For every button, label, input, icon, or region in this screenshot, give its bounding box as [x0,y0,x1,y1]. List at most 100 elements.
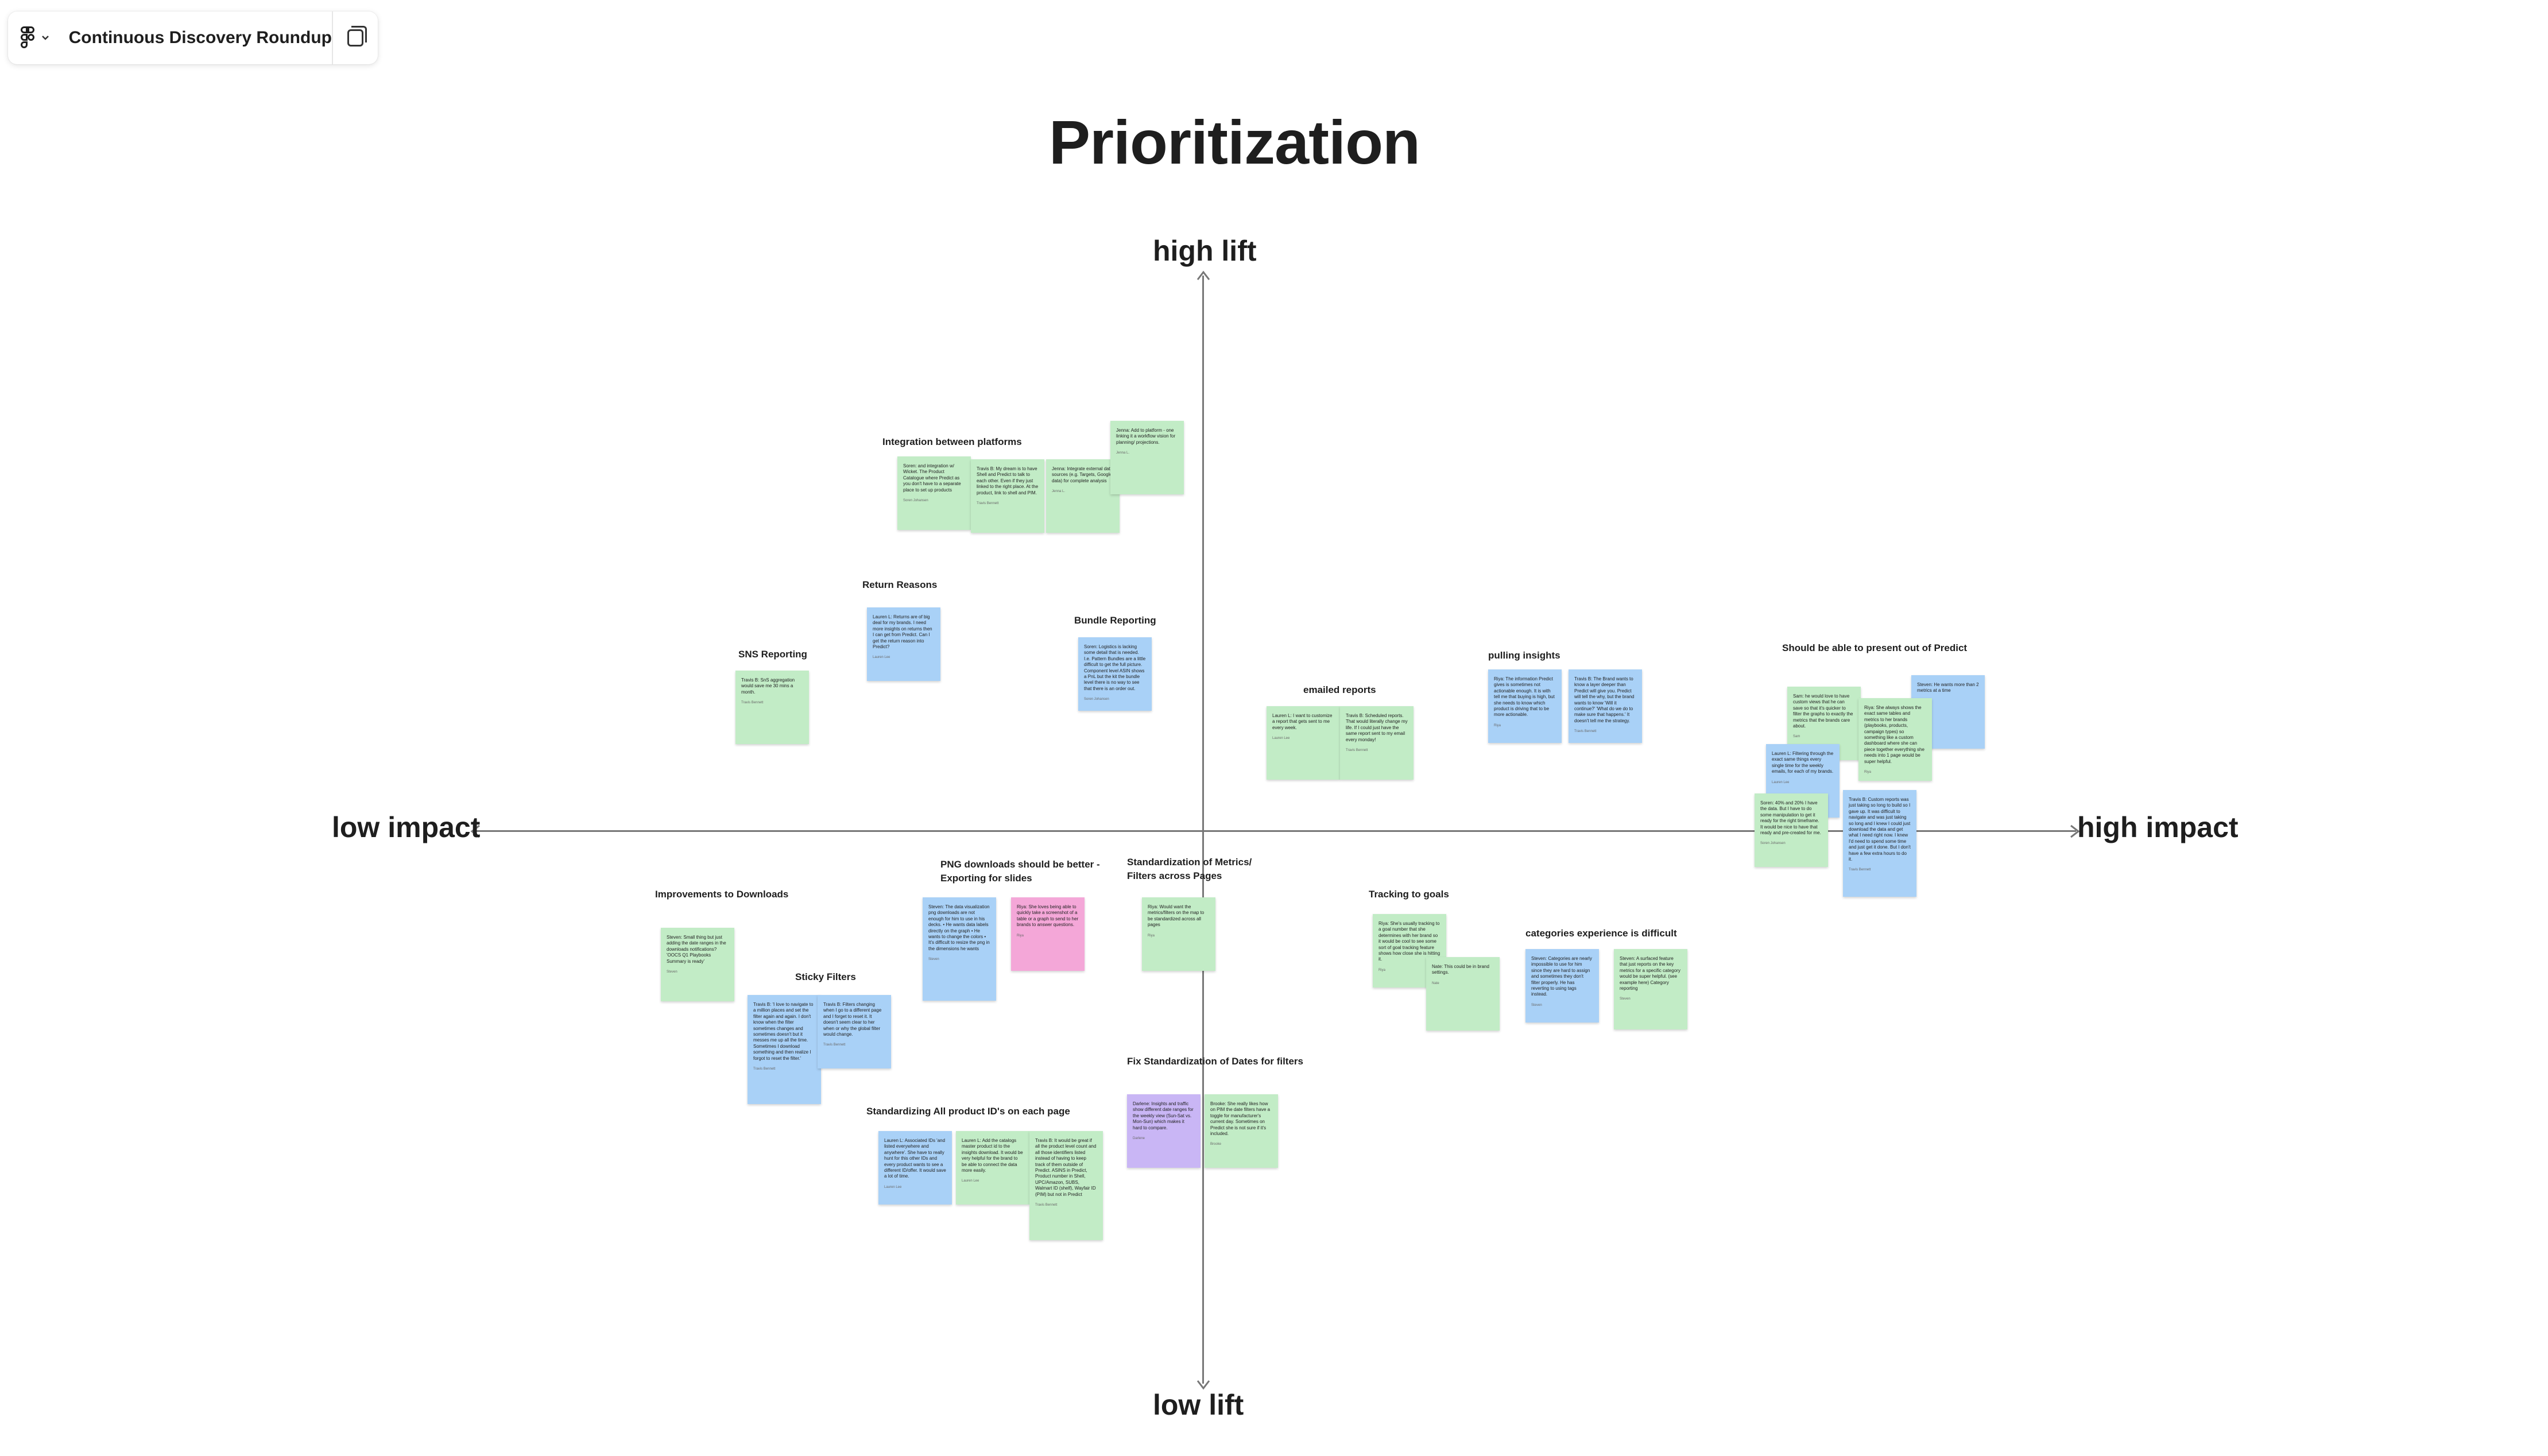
group-title-standardization[interactable]: Standardization of Metrics/ Filters acro… [1127,857,1252,881]
sticky-note[interactable]: Travis B: Scheduled reports. That would … [1340,706,1414,780]
sticky-note[interactable]: Travis B: Filters changing when I go to … [818,995,891,1068]
sticky-author: Lauren Lee [962,1179,979,1183]
main-menu-button[interactable] [8,11,62,64]
sticky-author: Brooke [1210,1143,1222,1147]
sticky-text: Brooke: She really likes how on PIM the … [1210,1101,1271,1136]
sticky-text: Sam: he would love to have custom views … [1793,694,1853,729]
group-title-sticky-filters[interactable]: Sticky Filters [795,971,856,982]
sticky-author: Steven [1531,1003,1542,1007]
arrow-right-icon [2070,824,2080,838]
sticky-note[interactable]: Riya: She always shows the exact same ta… [1858,698,1932,781]
sticky-text: Travis B: 'I love to navigate to a milli… [753,1002,814,1061]
sticky-text: Riya: Would want the metrics/filters on … [1148,904,1205,928]
sticky-note[interactable]: Brooke: She really likes how on PIM the … [1205,1094,1278,1168]
sticky-note[interactable]: Travis B: My dream is to have Shell and … [971,459,1044,533]
group-title-emailed[interactable]: emailed reports [1303,684,1376,695]
sticky-text: Travis B: My dream is to have Shell and … [977,466,1039,495]
sticky-text: Lauren L: I want to customize a report t… [1272,713,1333,730]
group-title-product-ids[interactable]: Standardizing All product ID's on each p… [866,1106,1070,1117]
sticky-note[interactable]: Travis B: SnS aggregation would save me … [735,671,809,744]
sticky-note[interactable]: Travis B: It would be great if all the p… [1029,1131,1103,1240]
sticky-author: Travis Bennett [1035,1203,1058,1207]
sticky-text: Lauren L: Returns are of big deal for my… [873,614,932,649]
sticky-text: Soren: 40% and 20% I have the data. But … [1760,800,1821,835]
sticky-note[interactable]: Soren: Logistics is lacking some detail … [1078,637,1152,711]
axis-label-bottom: low lift [1153,1389,1244,1421]
group-title-goals[interactable]: Tracking to goals [1369,889,1449,900]
sticky-note[interactable]: Lauren L: Associated IDs 'and listed eve… [878,1131,952,1205]
sticky-author: Soren Johansen [903,498,928,502]
layers-toggle-button[interactable] [333,11,378,64]
sticky-text: Soren: and integration w/ Wicket. The Pr… [903,463,961,493]
sticky-text: Jenna: Add to platform - one linking it … [1116,428,1176,445]
sticky-note[interactable]: Steven: The data visualization png downl… [923,897,996,1001]
group-title-integration[interactable]: Integration between platforms [882,436,1022,447]
sticky-note[interactable]: Jenna: Integrate external data sources (… [1046,459,1120,533]
sticky-text: Nate: This could be in brand settings. [1432,964,1489,975]
sticky-note[interactable]: Riya: Would want the metrics/filters on … [1142,897,1215,971]
sticky-note[interactable]: Riya: She loves being able to quickly ta… [1011,897,1085,971]
sticky-author: Riya [1494,723,1501,727]
group-title-present[interactable]: Should be able to present out of Predict [1782,642,1968,653]
axis-label-left: low impact [332,811,481,843]
sticky-note[interactable]: Steven: Categories are nearly impossible… [1525,949,1599,1023]
sticky-note[interactable]: Lauren L: Add the catalogs master produc… [956,1131,1029,1205]
sticky-note[interactable]: Steven: A surfaced feature that just rep… [1614,949,1687,1029]
sticky-author: Lauren Lee [873,656,890,660]
arrow-left-icon [470,824,480,838]
sticky-author: Jenna L. [1116,451,1130,455]
sticky-note[interactable]: Lauren L: I want to customize a report t… [1267,706,1340,780]
sticky-text: Lauren L: Add the catalogs master produc… [962,1138,1023,1173]
sticky-text: Travis B: Custom reports was just taking… [1849,797,1911,862]
group-title-sns[interactable]: SNS Reporting [738,649,807,660]
sticky-text: Steven: Small thing but just adding the … [667,935,726,964]
sticky-note[interactable]: Darlene: Insights and traffic show diffe… [1127,1094,1201,1168]
board-title: Prioritization [1048,107,1420,177]
arrow-down-icon [1196,1380,1210,1390]
vertical-axis [1202,276,1204,1384]
sticky-author: Travis Bennett [1849,868,1871,872]
group-title-downloads[interactable]: Improvements to Downloads [655,889,789,900]
axis-label-top: high lift [1153,235,1257,267]
sticky-text: Riya: She's usually tracking to a goal n… [1378,921,1440,962]
sticky-text: Riya: She loves being able to quickly ta… [1017,904,1079,928]
sticky-text: Steven: A surfaced feature that just rep… [1620,956,1680,991]
toolbar-divider [331,11,333,64]
sticky-author: Riya [1378,968,1386,972]
group-title-categories[interactable]: categories experience is difficult [1525,928,1677,939]
sticky-note[interactable]: Travis B: Custom reports was just taking… [1843,790,1916,897]
sticky-note[interactable]: Steven: Small thing but just adding the … [661,928,734,1001]
sticky-text: Jenna: Integrate external data sources (… [1052,466,1113,483]
axis-label-right: high impact [2077,811,2239,843]
sticky-text: Travis B: SnS aggregation would save me … [741,677,795,695]
sticky-note[interactable]: Travis B: The Brand wants to know a laye… [1569,669,1642,743]
sticky-note[interactable]: Travis B: 'I love to navigate to a milli… [748,995,821,1104]
sticky-note[interactable]: Nate: This could be in brand settings.Na… [1426,957,1500,1031]
sticky-author: Steven [928,958,939,962]
sticky-author: Travis Bennett [977,501,999,505]
sticky-text: Steven: He wants more than 2 metrics at … [1917,682,1979,694]
group-title-dates[interactable]: Fix Standardization of Dates for filters [1127,1056,1303,1067]
sticky-note[interactable]: Jenna: Add to platform - one linking it … [1110,421,1184,494]
sticky-author: Riya [1864,770,1872,774]
group-title-bundle[interactable]: Bundle Reporting [1074,615,1156,626]
sticky-text: Darlene: Insights and traffic show diffe… [1133,1101,1194,1130]
sticky-author: Darlene [1133,1136,1145,1140]
group-title-insights[interactable]: pulling insights [1488,650,1560,661]
chevron-down-icon [41,36,49,40]
file-toolbar: Continuous Discovery Roundup [8,11,378,64]
sticky-note[interactable]: Soren: and integration w/ Wicket. The Pr… [897,456,971,530]
group-title-return-reasons[interactable]: Return Reasons [862,579,938,590]
sticky-note[interactable]: Riya: The information Predict gives is s… [1488,669,1562,743]
sticky-text: Travis B: The Brand wants to know a laye… [1574,676,1635,723]
sticky-note[interactable]: Soren: 40% and 20% I have the data. But … [1755,793,1828,867]
sticky-text: Steven: Categories are nearly impossible… [1531,956,1592,997]
file-title[interactable]: Continuous Discovery Roundup [68,28,332,47]
sticky-author: Travis Bennett [741,701,764,705]
sticky-text: Lauren L: Associated IDs 'and listed eve… [884,1138,946,1179]
sticky-author: Steven [667,970,677,974]
horizontal-axis [474,830,2076,832]
sticky-author: Steven [1620,997,1631,1001]
group-title-png[interactable]: PNG downloads should be better - Exporti… [940,859,1100,884]
sticky-note[interactable]: Lauren L: Returns are of big deal for my… [867,607,940,681]
